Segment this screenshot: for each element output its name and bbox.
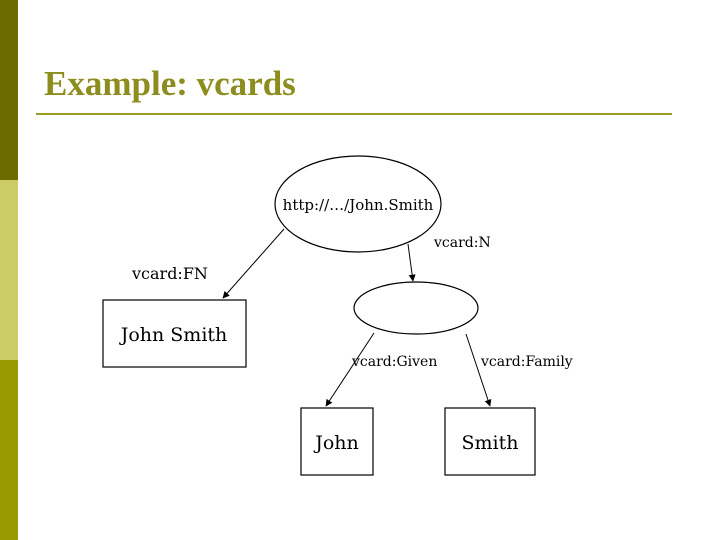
given-literal-label: John (313, 432, 359, 454)
sidebar-top-segment (0, 0, 18, 180)
n-edge-label: vcard:N (433, 235, 491, 251)
fn-edge-arrow (222, 228, 285, 299)
sidebar-bottom-segment (0, 360, 18, 540)
n-edge-arrow (407, 243, 416, 282)
family-literal-box (444, 407, 536, 476)
slide-title: Example: vcards (44, 64, 296, 103)
blank-node (353, 281, 479, 335)
given-edge-arrow (325, 332, 375, 407)
title-underline (36, 113, 672, 115)
given-literal-box (300, 407, 374, 476)
family-literal-label: Smith (462, 432, 519, 454)
root-resource-label: http://…/John.Smith (283, 196, 434, 214)
given-edge-label: vcard:Given (351, 354, 437, 370)
family-edge-label: vcard:Family (480, 354, 573, 370)
family-edge-arrow (465, 333, 492, 407)
fn-edge-label: vcard:FN (131, 264, 208, 283)
sidebar-middle-segment (0, 180, 18, 360)
root-resource-node (274, 155, 442, 253)
fn-literal-box (102, 299, 247, 368)
fn-literal-label: John Smith (119, 324, 228, 346)
